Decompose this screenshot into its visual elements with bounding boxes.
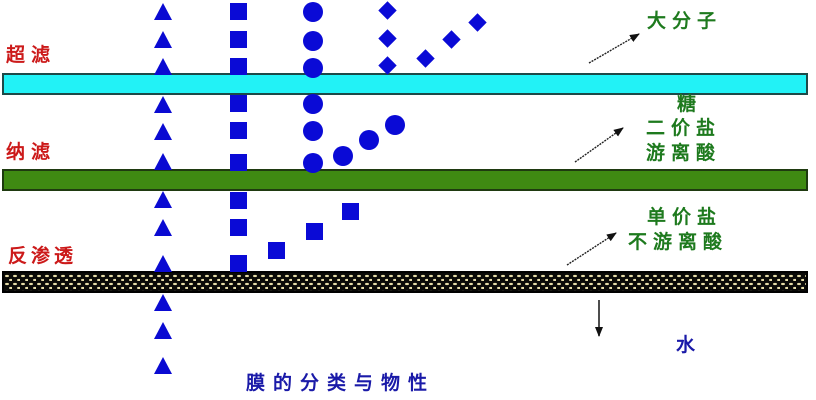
circle-icon <box>385 115 405 135</box>
triangle-icon <box>154 322 172 339</box>
circle-icon <box>303 2 323 22</box>
square-icon <box>230 31 247 48</box>
nanofiltration-label: 纳滤 <box>6 141 57 163</box>
triangle-icon <box>154 58 172 75</box>
triangle-icon <box>154 219 172 236</box>
reject-arrow-ro <box>566 232 617 266</box>
circle-icon <box>303 94 323 114</box>
nf-retained-free-acid: 游离酸 <box>646 142 722 164</box>
triangle-icon <box>154 191 172 208</box>
circle-icon <box>303 58 323 78</box>
reject-arrow-uf <box>588 33 640 64</box>
square-icon <box>230 192 247 209</box>
reject-arrow-nf <box>574 127 624 163</box>
triangle-icon <box>154 153 172 170</box>
uf-retained-label: 大分子 <box>647 10 723 32</box>
nf-retained-divalent-salt: 二价盐 <box>646 117 722 139</box>
water-permeate-label: 水 <box>676 334 704 356</box>
reverse-osmosis-label: 反渗透 <box>8 245 78 267</box>
circle-icon <box>303 153 323 173</box>
ultrafiltration-membrane <box>2 73 808 95</box>
triangle-icon <box>154 357 172 374</box>
nf-retained-sugar: 糖 <box>677 93 703 115</box>
triangle-icon <box>154 31 172 48</box>
square-icon <box>230 255 247 272</box>
triangle-icon <box>154 96 172 113</box>
reverse-osmosis-membrane <box>2 271 808 293</box>
circle-icon <box>333 146 353 166</box>
triangle-icon <box>154 123 172 140</box>
square-icon <box>230 58 247 75</box>
diagram-title: 膜的分类与物性 <box>246 372 436 394</box>
triangle-icon <box>154 3 172 20</box>
ultrafiltration-label: 超滤 <box>6 44 57 66</box>
circle-icon <box>303 121 323 141</box>
square-icon <box>230 219 247 236</box>
square-icon <box>230 95 247 112</box>
triangle-icon <box>154 294 172 311</box>
square-icon <box>230 154 247 171</box>
nanofiltration-membrane <box>2 169 808 191</box>
square-icon <box>342 203 359 220</box>
square-icon <box>306 223 323 240</box>
triangle-icon <box>154 255 172 272</box>
square-icon <box>230 3 247 20</box>
ro-retained-nonfree-acid: 不游离酸 <box>628 231 729 253</box>
square-icon <box>268 242 285 259</box>
square-icon <box>230 122 247 139</box>
circle-icon <box>303 31 323 51</box>
ro-retained-monovalent-salt: 单价盐 <box>647 206 723 228</box>
circle-icon <box>359 130 379 150</box>
